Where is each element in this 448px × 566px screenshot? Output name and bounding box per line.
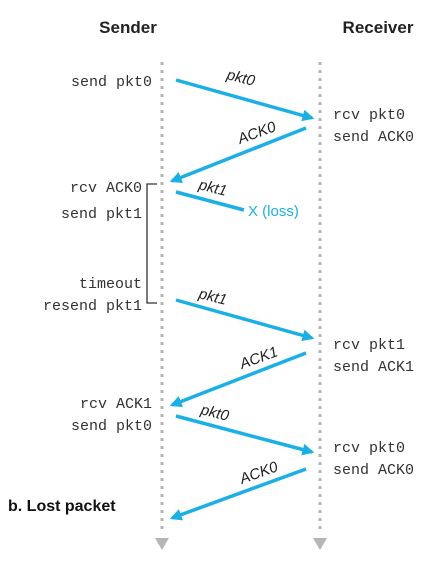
sender-event-send-pkt0-again: send pkt0 bbox=[71, 418, 152, 435]
figure-caption: b. Lost packet bbox=[8, 498, 116, 515]
message-label-pkt0-again: pkt0 bbox=[198, 401, 231, 425]
message-arrow-pkt0 bbox=[175, 78, 315, 122]
message-arrow-pkt1-resend bbox=[175, 298, 315, 342]
receiver-event-rcv-pkt0: rcv pkt0 bbox=[333, 107, 405, 124]
message-label-ack0: ACK0 bbox=[235, 118, 279, 148]
loss-marker: X (loss) bbox=[248, 203, 299, 220]
message-arrow-pkt0-again bbox=[175, 414, 315, 456]
receiver-timeline-arrowhead bbox=[313, 538, 327, 550]
sender-event-resend-pkt1: resend pkt1 bbox=[43, 298, 142, 315]
message-label-ack0-again: ACK0 bbox=[237, 458, 281, 488]
sender-event-send-pkt0: send pkt0 bbox=[71, 74, 152, 91]
receiver-event-send-ack1: send ACK1 bbox=[333, 359, 414, 376]
receiver-event-rcv-pkt1: rcv pkt1 bbox=[333, 337, 405, 354]
message-label-pkt1-lost: pkt1 bbox=[196, 176, 229, 200]
receiver-timeline bbox=[313, 62, 327, 550]
sender-event-send-pkt1: send pkt1 bbox=[61, 206, 142, 223]
message-label-ack1: ACK1 bbox=[237, 343, 281, 373]
receiver-event-rcv-pkt0-again: rcv pkt0 bbox=[333, 440, 405, 457]
message-arrow-ack0 bbox=[169, 126, 307, 184]
message-arrow-ack0-again bbox=[169, 467, 307, 521]
receiver-header: Receiver bbox=[343, 18, 414, 37]
sender-header: Sender bbox=[99, 18, 157, 37]
sender-event-timeout: timeout bbox=[79, 276, 142, 293]
receiver-event-send-ack0-again: send ACK0 bbox=[333, 462, 414, 479]
receiver-event-send-ack0: send ACK0 bbox=[333, 129, 414, 146]
timeout-bracket bbox=[146, 183, 157, 304]
message-arrow-ack1 bbox=[169, 351, 307, 408]
message-label-pkt1-resend: pkt1 bbox=[196, 285, 229, 309]
message-arrow-pkt1-lost bbox=[175, 190, 245, 212]
sender-event-rcv-ack1: rcv ACK1 bbox=[80, 396, 152, 413]
sender-timeline bbox=[155, 62, 169, 550]
sender-timeline-arrowhead bbox=[155, 538, 169, 550]
sender-event-rcv-ack0: rcv ACK0 bbox=[70, 180, 142, 197]
message-label-pkt0: pkt0 bbox=[224, 66, 257, 90]
